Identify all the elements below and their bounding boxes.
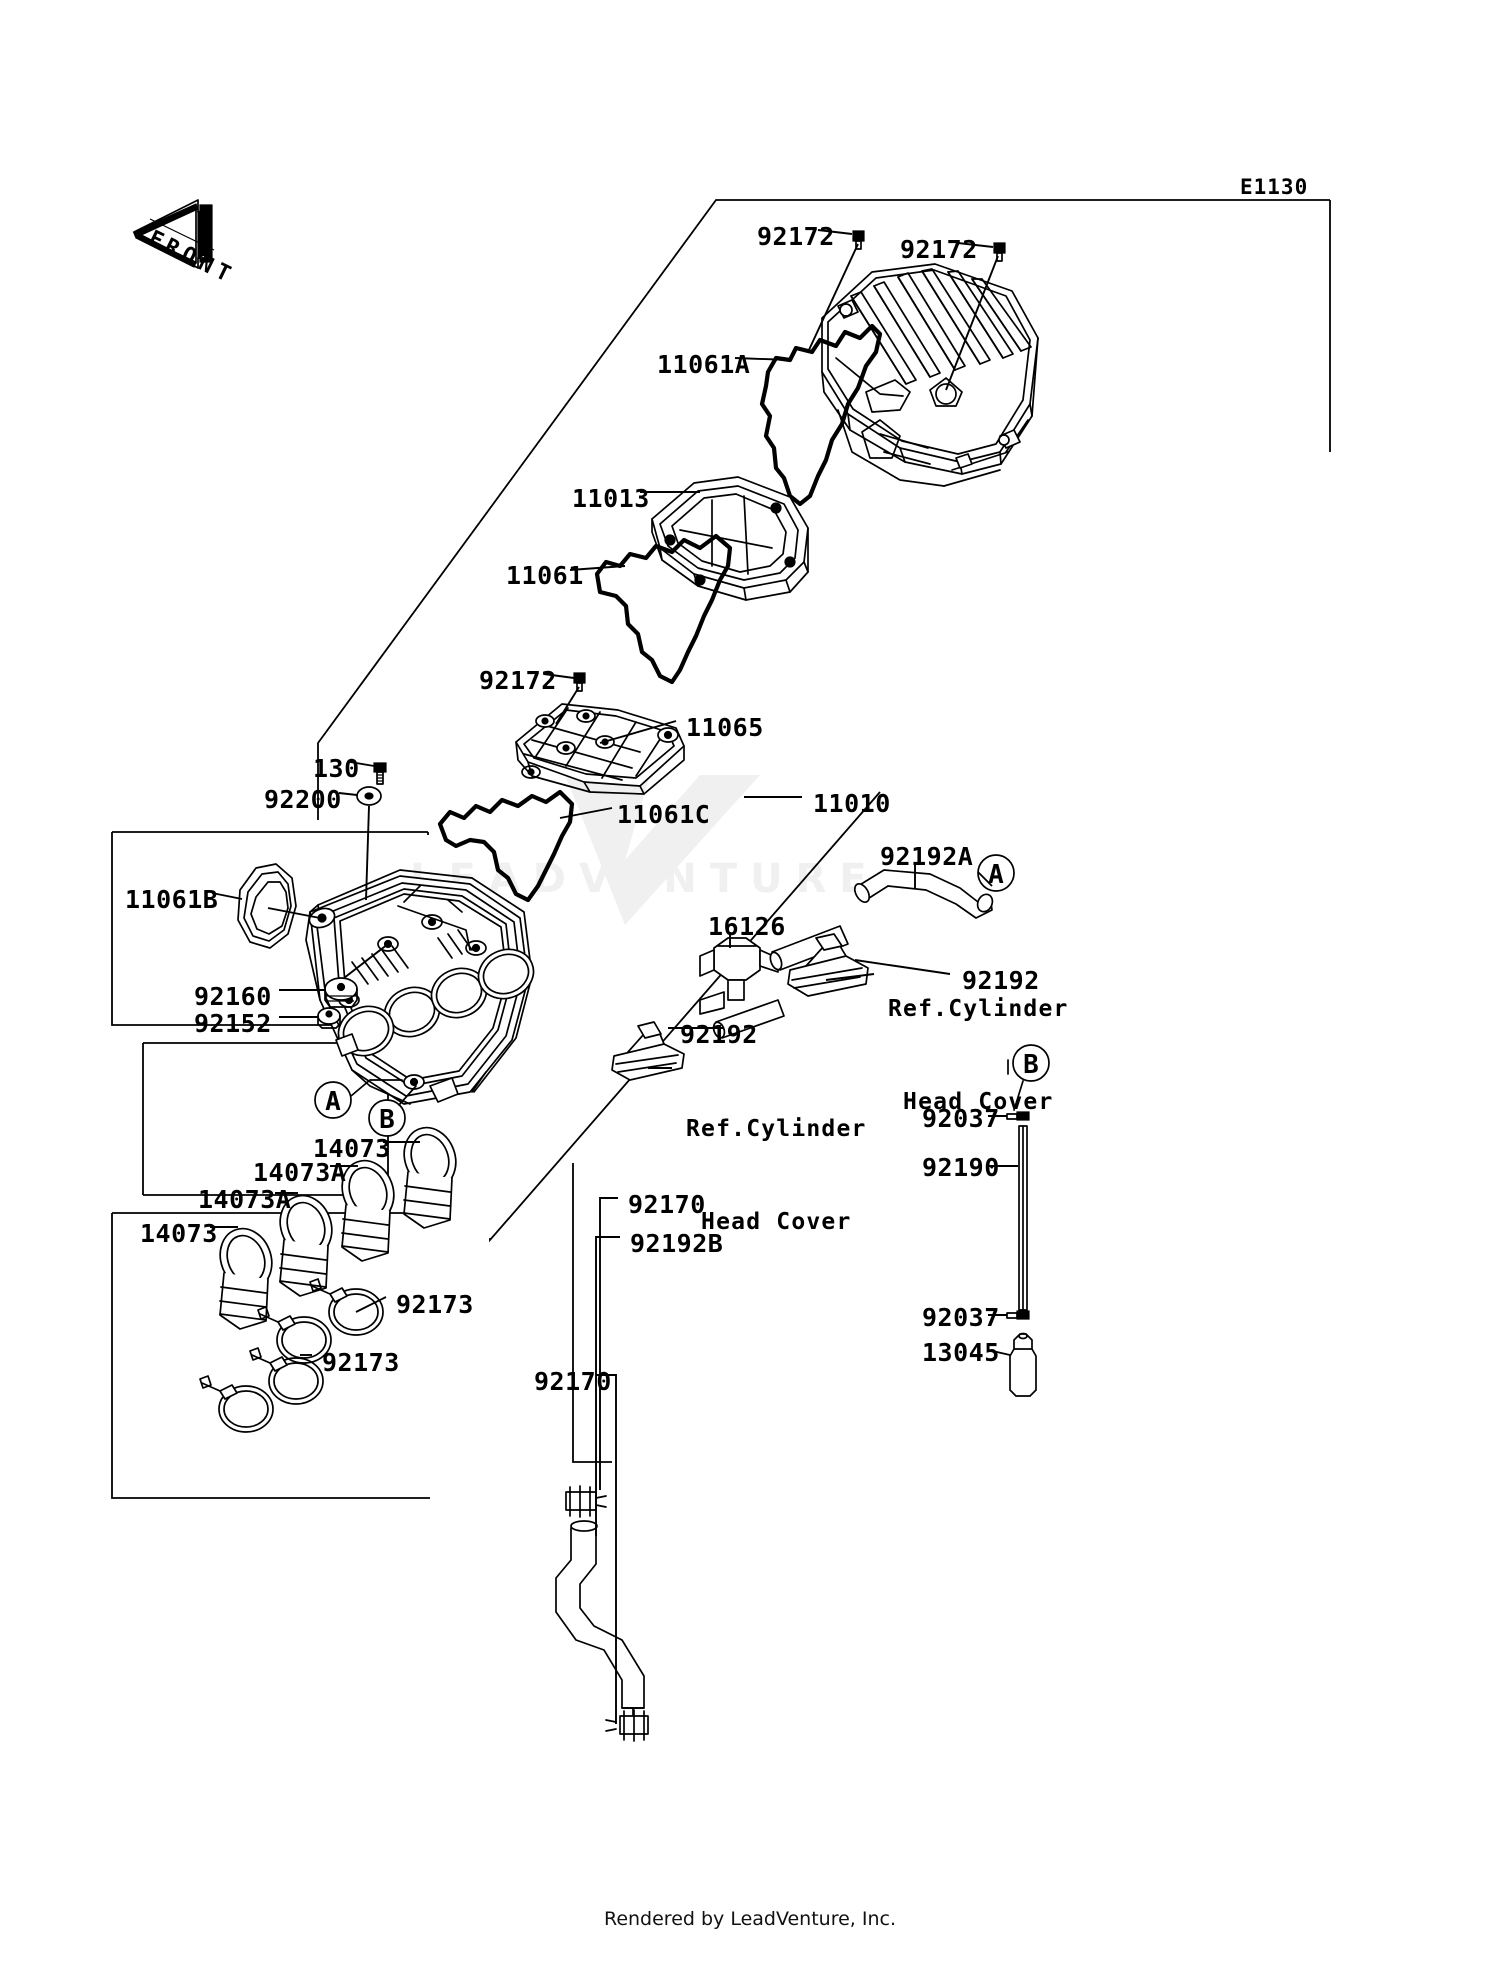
bolt-92172-mid <box>573 672 586 692</box>
part-label-92160: 92160 <box>194 982 272 1011</box>
gasket-11061B <box>237 863 297 949</box>
screw-92037-bottom <box>1006 1310 1030 1320</box>
part-label-11061B: 11061B <box>125 885 219 914</box>
head-cover-nipple-upper <box>787 933 869 997</box>
ref-cylinder-head-cover-upper: Ref.Cylinder Head Cover <box>888 932 1069 1180</box>
ref-cylinder-head-cover-lower: Ref.Cylinder Head Cover <box>686 1052 867 1300</box>
clamp-92173-1 <box>309 1278 384 1336</box>
part-label-92037-top: 92037 <box>922 1104 1000 1133</box>
part-label-92037-bot: 92037 <box>922 1303 1000 1332</box>
svg-text:B: B <box>379 1105 395 1135</box>
ref-upper-line1: Ref.Cylinder <box>888 996 1069 1022</box>
intake-funnel-14073A-1 <box>341 1159 395 1262</box>
part-label-16126: 16126 <box>708 912 786 941</box>
head-cover-nipple-lower <box>611 1021 685 1081</box>
part-label-92152: 92152 <box>194 1009 272 1038</box>
part-label-92192-b: 92192 <box>680 1020 758 1049</box>
washer-92200 <box>356 786 382 806</box>
intake-funnel-14073-bottom <box>219 1227 273 1330</box>
part-label-92172-a: 92172 <box>757 222 835 251</box>
intake-funnel-14073-top <box>403 1126 457 1229</box>
part-label-11010: 11010 <box>813 789 891 818</box>
front-arrow-icon: F R O N T <box>132 199 234 287</box>
clamp-92173-3 <box>249 1347 324 1405</box>
part-label-92173-lower: 92173 <box>322 1348 400 1377</box>
footer-credit: Rendered by LeadVenture, Inc. <box>603 1908 897 1930</box>
svg-text:B: B <box>1023 1050 1039 1080</box>
part-label-92190: 92190 <box>922 1153 1000 1182</box>
part-label-92192B: 92192B <box>630 1229 724 1258</box>
part-label-11013: 11013 <box>572 484 650 513</box>
part-label-92170-top: 92170 <box>628 1190 706 1219</box>
clamp-92173-4 <box>199 1375 274 1433</box>
part-label-11061C: 11061C <box>617 800 711 829</box>
part-label-14073-top: 14073 <box>313 1134 391 1163</box>
air-cleaner-cover <box>821 263 1039 487</box>
part-label-92192A: 92192A <box>880 842 974 871</box>
part-label-92192-a: 92192 <box>962 966 1040 995</box>
part-label-13045: 13045 <box>922 1338 1000 1367</box>
ref-lower-line2: Head Cover <box>701 1209 852 1235</box>
part-label-14073A-2: 14073A <box>198 1185 292 1214</box>
screw-92037-top <box>1006 1111 1030 1121</box>
callout-letters: A B A B <box>325 860 1039 1135</box>
part-label-92173-upper: 92173 <box>396 1290 474 1319</box>
part-label-11065: 11065 <box>686 713 764 742</box>
screw-130 <box>373 762 387 785</box>
breather-hose-92192B <box>555 1520 645 1717</box>
callout-circle-b-left <box>368 1085 417 1137</box>
damper-92160 <box>324 977 358 1008</box>
canister-13045 <box>1009 1332 1037 1397</box>
callout-circle-b-right <box>1012 1044 1050 1111</box>
svg-text:A: A <box>325 1087 341 1117</box>
hose-clip-92170-top <box>565 1485 607 1518</box>
bolt-92172-left <box>852 230 865 250</box>
part-label-14073-bot: 14073 <box>140 1219 218 1248</box>
bolt-92172-right <box>993 242 1006 262</box>
part-label-92170-bot: 92170 <box>534 1367 612 1396</box>
intake-funnel-14073A-2 <box>279 1194 333 1297</box>
breather-valve-16126 <box>699 937 779 1015</box>
gasket-11061 <box>594 533 733 685</box>
diagram-code: E1130 <box>1240 175 1309 199</box>
band-92190 <box>1007 1059 1028 1311</box>
air-cleaner-housing-11010 <box>305 869 535 1105</box>
part-label-14073A-1: 14073A <box>253 1158 347 1187</box>
gasket-11061C <box>437 789 575 903</box>
part-label-130: 130 <box>313 754 360 783</box>
air-filter-element-11013 <box>651 476 809 601</box>
part-label-92172-b: 92172 <box>900 235 978 264</box>
breather-hose-92192A <box>853 869 994 919</box>
intake-screen-11065 <box>515 703 685 795</box>
part-label-92172-c: 92172 <box>479 666 557 695</box>
part-label-11061: 11061 <box>506 561 584 590</box>
gasket-11061A <box>759 323 883 507</box>
leader-lines <box>210 229 1018 1724</box>
hose-92192-lower <box>712 999 785 1039</box>
svg-text:T: T <box>211 259 234 287</box>
part-label-11061A: 11061A <box>657 350 751 379</box>
ref-upper-line2: Head Cover <box>903 1089 1054 1115</box>
hose-clip-92170-bottom <box>605 1709 649 1742</box>
collar-92152 <box>317 1007 341 1029</box>
part-label-92200: 92200 <box>264 785 342 814</box>
svg-text:A: A <box>988 860 1004 890</box>
callout-circle-a-left <box>314 1079 403 1119</box>
clamp-92173-2 <box>257 1306 332 1364</box>
ref-lower-line1: Ref.Cylinder <box>686 1116 867 1142</box>
